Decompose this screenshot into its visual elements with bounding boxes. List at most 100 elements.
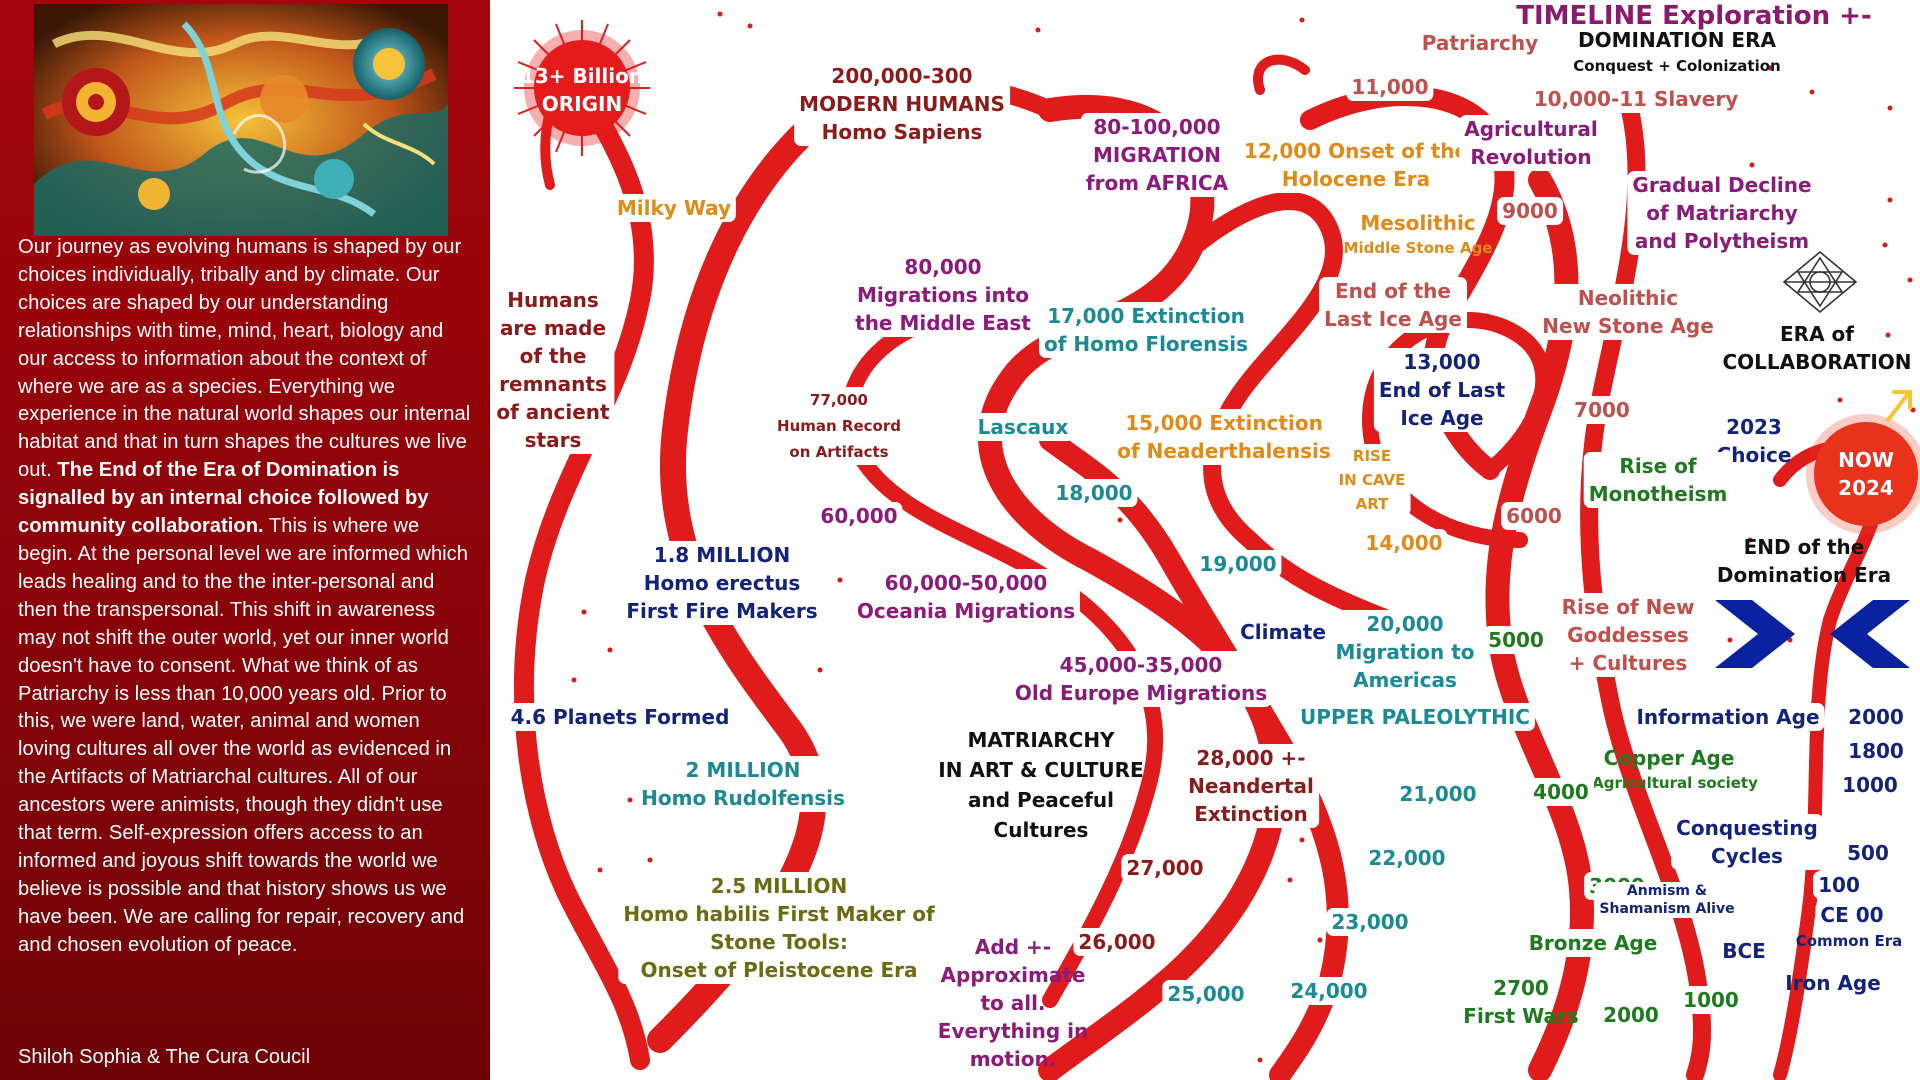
- label-line: Homo habilis First Maker of: [623, 902, 935, 926]
- label-line: 14,000: [1365, 531, 1443, 555]
- label-line: 4.6 Planets Formed: [510, 705, 730, 729]
- timeline-label-2000-ce: 2000: [1843, 703, 1909, 731]
- label-line: End of the: [1335, 279, 1451, 303]
- timeline-label-agri-society: Agricultural society: [1587, 773, 1763, 793]
- label-line: Homo erectus: [643, 571, 801, 595]
- label-line: 77,000: [810, 391, 868, 409]
- timeline-label-1800: 1800: [1843, 737, 1909, 765]
- label-line: Iron Age: [1785, 971, 1881, 995]
- timeline-label-24000: 24,000: [1285, 977, 1373, 1005]
- label-line: First Fire Makers: [626, 599, 818, 623]
- label-line: + Cultures: [1568, 651, 1688, 675]
- label-line: 5000: [1488, 628, 1544, 652]
- label-line: RISE: [1352, 447, 1392, 465]
- label-line: Patriarchy: [1421, 31, 1539, 55]
- starburst-icon: [514, 20, 650, 156]
- label-line: ORIGIN: [541, 92, 623, 116]
- sun-orb-icon: [1806, 414, 1920, 534]
- timeline-label-copper-age: Copper Age: [1599, 744, 1740, 772]
- label-line: Domination Era: [1716, 563, 1892, 587]
- label-line: Ice Age: [1400, 406, 1484, 430]
- timeline-label-mesolithic: Mesolithic: [1355, 209, 1480, 237]
- intro-text: Our journey as evolving humans is shaped…: [18, 236, 471, 482]
- timeline-label-planets: 4.6 Planets Formed: [505, 703, 735, 731]
- label-line: Mesolithic: [1360, 211, 1476, 235]
- timeline-label-iron-age: Iron Age: [1780, 969, 1886, 997]
- label-line: 500: [1847, 841, 1889, 865]
- label-line: 6000: [1506, 504, 1562, 528]
- label-line: IN ART & CULTURE: [938, 758, 1144, 782]
- timeline-label-collab-era: ERA of COLLABORATION: [1717, 320, 1916, 376]
- highlight-text: The End of the Era of Domination is sign…: [18, 459, 429, 538]
- label-line: MODERN HUMANS: [799, 92, 1005, 116]
- label-line: Onset of Pleistocene Era: [640, 958, 918, 982]
- label-line: MIGRATION: [1093, 143, 1221, 167]
- label-line: Goddesses: [1567, 623, 1689, 647]
- label-line: Last Ice Age: [1324, 307, 1462, 331]
- label-line: 15,000 Extinction: [1125, 411, 1323, 435]
- label-line: 26,000: [1078, 930, 1156, 954]
- timeline-label-neanderthalensis: 15,000 Extinction of Neaderthalensis: [1112, 409, 1336, 465]
- timeline-label-25000: 25,000: [1162, 980, 1250, 1008]
- label-line: Rise of: [1619, 454, 1697, 478]
- artwork-painting: [34, 4, 448, 236]
- timeline-label-middle-stone: Middle Stone Age: [1339, 238, 1498, 258]
- label-line: COLLABORATION: [1722, 350, 1912, 374]
- label-line: Cultures: [993, 818, 1089, 842]
- label-line: BCE: [1722, 939, 1766, 963]
- label-line: of Neaderthalensis: [1117, 439, 1331, 463]
- label-line: NOW: [1838, 448, 1894, 472]
- sacred-geometry-icon: [1782, 250, 1858, 314]
- label-line: Lascaux: [977, 415, 1069, 439]
- label-line: 7000: [1574, 398, 1630, 422]
- timeline-label-14000: 14,000: [1360, 529, 1448, 557]
- label-line: 100: [1818, 873, 1860, 897]
- timeline-label-22000: 22,000: [1363, 844, 1451, 872]
- label-line: 80-100,000: [1093, 115, 1221, 139]
- timeline-label-bronze-age: Bronze Age: [1523, 929, 1663, 957]
- label-line: Agricultural society: [1592, 774, 1758, 792]
- timeline-label-6000: 6000: [1501, 502, 1567, 530]
- timeline-label-upper-paleo: UPPER PALEOLYTHIC: [1295, 703, 1535, 731]
- label-line: Anmism &: [1626, 883, 1708, 899]
- label-line: 13+ Billion: [520, 64, 644, 88]
- timeline-label-4000: 4000: [1528, 778, 1594, 806]
- label-line: Migrations into: [856, 283, 1030, 307]
- timeline-label-18000: 18,000: [1050, 479, 1138, 507]
- label-line: 2000: [1603, 1003, 1659, 1027]
- timeline-label-2000-bce: 2000: [1598, 1001, 1664, 1029]
- label-line: Bronze Age: [1528, 931, 1658, 955]
- label-line: Human Record: [777, 417, 901, 435]
- label-line: Common Era: [1795, 932, 1903, 950]
- label-line: Revolution: [1470, 145, 1592, 169]
- label-line: 60,000: [820, 504, 898, 528]
- timeline-label-19000: 19,000: [1194, 550, 1282, 578]
- timeline-label-lascaux: Lascaux: [972, 413, 1074, 441]
- timeline-label-milky-way: Milky Way: [611, 194, 737, 222]
- timeline-label-7000: 7000: [1569, 396, 1635, 424]
- label-line: ART: [1355, 495, 1389, 513]
- chevron-pair-icon: [1715, 600, 1910, 668]
- label-line: 9000: [1502, 199, 1558, 223]
- timeline-label-1000-bce: 1000: [1678, 986, 1744, 1014]
- label-line: ERA of: [1780, 322, 1854, 346]
- label-line: Old Europe Migrations: [1014, 681, 1268, 705]
- label-line: Gradual Decline: [1632, 173, 1812, 197]
- sidebar-description: Our journey as evolving humans is shaped…: [18, 234, 474, 960]
